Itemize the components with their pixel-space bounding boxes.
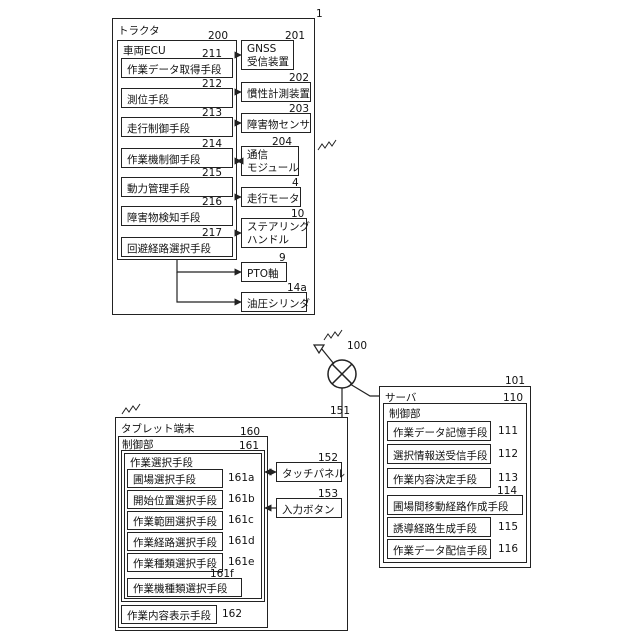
device-imu: 慣性計測装置 (241, 82, 311, 102)
device-steering-handle: ステアリング ハンドル (241, 218, 307, 248)
tablet-ref: 151 (330, 405, 350, 417)
work-selection-title: 作業選択手段 (130, 455, 193, 470)
selection-item-ref: 161c (228, 514, 254, 526)
network-node-icon (326, 358, 358, 390)
selection-item-ref: 161d (228, 535, 255, 547)
selection-item-work-route: 作業経路選択手段 (127, 532, 223, 551)
server-item-ref: 112 (498, 448, 518, 460)
tractor-title: トラクタ (118, 23, 160, 38)
ecu-item-avoidance-route: 回避経路選択手段 (121, 237, 233, 257)
server-item-work-data-storage: 作業データ記憶手段 (387, 421, 491, 441)
device-pto-shaft: PTO軸 (241, 262, 287, 282)
selection-item-ref: 161b (228, 493, 255, 505)
tractor-ref: 1 (316, 8, 323, 20)
ecu-item-obstacle-detection: 障害物検知手段 (121, 206, 233, 226)
content-display-ref: 162 (222, 608, 242, 620)
tablet-title: タブレット端末 (121, 421, 195, 436)
vehicle-ecu-title: 車両ECU (123, 43, 166, 58)
selection-item-ref: 161e (228, 556, 255, 568)
selection-item-field: 圃場選択手段 (127, 469, 223, 488)
device-gnss-receiver: GNSS 受信装置 (241, 40, 294, 70)
network-ref: 100 (347, 340, 367, 352)
antenna-head (314, 345, 324, 353)
input-button-box: 入力ボタン (276, 498, 342, 518)
ecu-item-implement-control: 作業機制御手段 (121, 148, 233, 168)
tablet-control-title: 制御部 (122, 437, 154, 452)
selection-item-ref: 161a (228, 472, 254, 484)
server-item-ref: 111 (498, 425, 518, 437)
server-item-ref: 113 (498, 472, 518, 484)
server-item-ref: 116 (498, 543, 518, 555)
selection-item-work-type: 作業種類選択手段 (127, 553, 223, 572)
ecu-item-positioning: 測位手段 (121, 88, 233, 108)
content-display-box: 作業内容表示手段 (121, 605, 217, 624)
device-hydraulic-cylinder: 油圧シリンダ (241, 292, 307, 312)
server-item-work-content: 作業内容決定手段 (387, 468, 491, 488)
server-item-work-data-delivery: 作業データ配信手段 (387, 539, 491, 559)
server-item-guidance-route: 誘導経路生成手段 (387, 517, 491, 537)
wireless-zigzag-tractor (318, 140, 336, 150)
selection-item-work-range: 作業範囲選択手段 (127, 511, 223, 530)
server-item-selection-info: 選択情報送受信手段 (387, 444, 491, 464)
wireless-zigzag-network (324, 330, 342, 340)
server-control-title: 制御部 (389, 406, 421, 421)
server-item-inter-field-route: 圃場間移動経路作成手段 (387, 495, 523, 515)
selection-item-implement-type: 作業機種類選択手段 (127, 578, 242, 597)
device-travel-motor: 走行モータ (241, 187, 301, 207)
selection-item-start-position: 開始位置選択手段 (127, 490, 223, 509)
device-obstacle-sensor: 障害物センサ (241, 113, 311, 133)
ecu-item-travel-control: 走行制御手段 (121, 117, 233, 137)
wireless-zigzag-tablet (122, 404, 140, 414)
server-item-ref: 115 (498, 521, 518, 533)
touch-panel-box: タッチパネル (276, 462, 342, 482)
device-communication-module: 通信 モジュール (241, 146, 299, 176)
ecu-item-work-data: 作業データ取得手段 (121, 58, 233, 78)
ecu-item-power-management: 動力管理手段 (121, 177, 233, 197)
